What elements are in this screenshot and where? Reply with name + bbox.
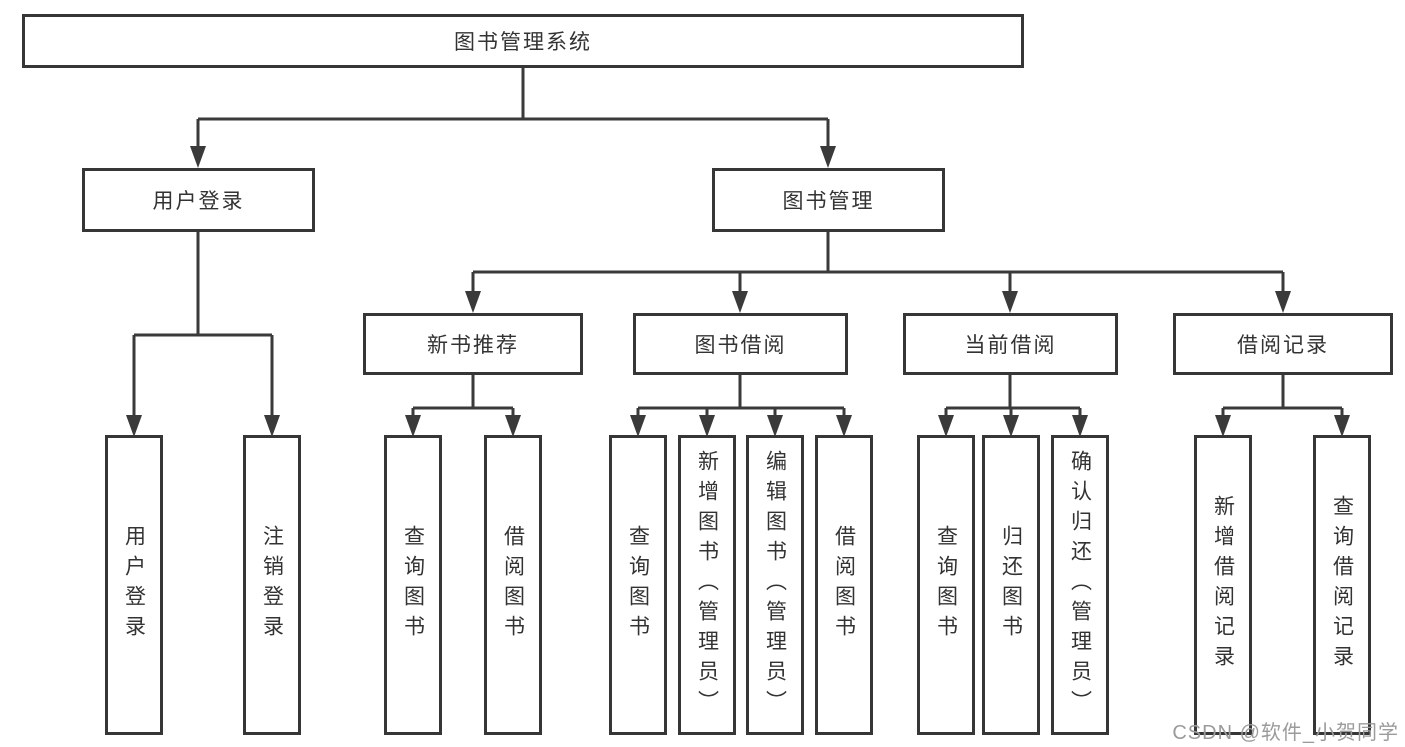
node-library-management-system: 图书管理系统 [22,14,1024,68]
node-label: 注销登录 [260,525,284,645]
node-label: 图书管理 [782,190,875,213]
tree-edges [132,68,1344,421]
leaf-query-borrow-record: 查询借阅记录 [1313,435,1371,735]
leaf-query-books-recommend: 查询图书 [384,435,442,735]
leaf-add-borrow-record: 新增借阅记录 [1194,435,1252,735]
node-user-login-branch: 用户登录 [82,168,315,232]
node-label: 借阅记录 [1237,334,1329,357]
leaf-query-books-current: 查询图书 [917,435,975,735]
node-new-book-recommendation: 新书推荐 [363,313,583,375]
leaf-confirm-return-admin: 确认归还（管理员） [1051,435,1109,735]
leaf-query-books-borrow: 查询图书 [609,435,667,735]
leaf-borrow-books-recommend: 借阅图书 [484,435,542,735]
node-label: 借阅图书 [501,525,525,645]
node-label: 用户登录 [122,525,146,645]
node-book-borrowing: 图书借阅 [633,313,848,375]
leaf-user-login: 用户登录 [105,435,163,735]
leaf-edit-books-admin: 编辑图书（管理员） [746,435,804,735]
node-label: 新书推荐 [427,334,519,357]
node-label: 归还图书 [999,525,1023,645]
node-label: 当前借阅 [964,334,1057,357]
node-label: 查询借阅记录 [1330,495,1354,675]
node-borrowing-records: 借阅记录 [1173,313,1393,375]
leaf-logout: 注销登录 [243,435,301,735]
node-label: 新增借阅记录 [1211,495,1235,675]
node-label: 借阅图书 [832,525,856,645]
node-book-management-branch: 图书管理 [712,168,945,232]
leaf-borrow-books: 借阅图书 [815,435,873,735]
leaf-return-books: 归还图书 [982,435,1040,735]
node-label: 图书借阅 [694,334,787,357]
node-current-borrowing: 当前借阅 [903,313,1118,375]
node-label: 图书管理系统 [454,31,592,54]
csdn-watermark: CSDN @软件_小贺同学 [1172,722,1399,744]
node-label: 编辑图书（管理员） [763,450,787,720]
node-label: 查询图书 [626,525,650,645]
leaf-add-books-admin: 新增图书（管理员） [678,435,736,735]
node-label: 用户登录 [152,190,245,213]
node-label: 查询图书 [401,525,425,645]
arrow-down-icons [126,146,1350,437]
node-label: 新增图书（管理员） [695,450,719,720]
node-label: 查询图书 [934,525,958,645]
node-label: 确认归还（管理员） [1068,450,1092,720]
